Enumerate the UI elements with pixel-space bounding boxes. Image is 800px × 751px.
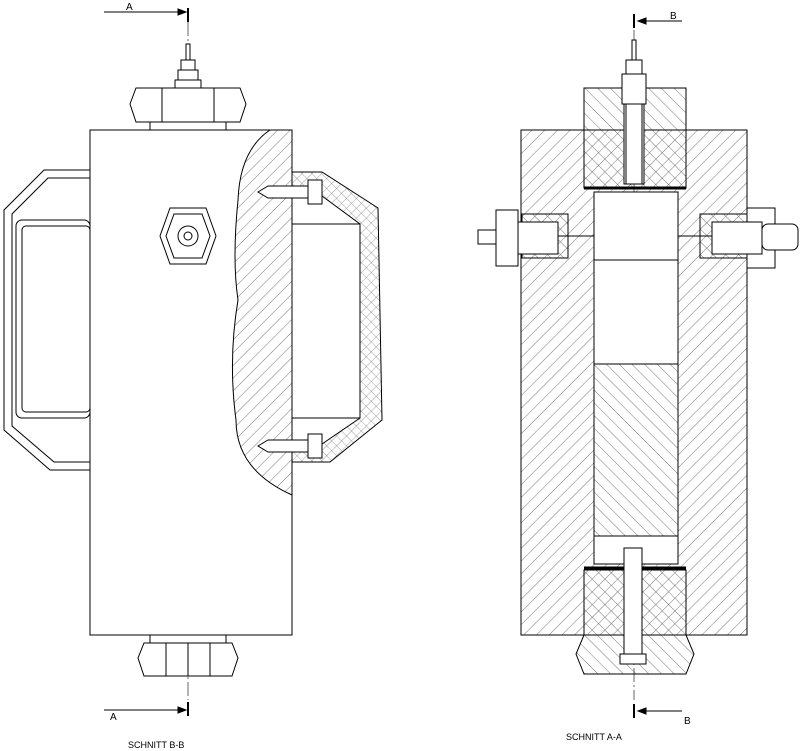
cut-label-top-left: A (126, 2, 133, 13)
left-view: A (3, 2, 383, 716)
side-bracket (291, 171, 383, 463)
top-connector-pin (174, 43, 202, 89)
right-view (477, 14, 799, 718)
front-valve (159, 207, 217, 265)
caption-left: SCHNITT B-B (128, 740, 184, 750)
bottom-hex-nut (137, 634, 239, 677)
cut-marker-bottom-left (104, 702, 189, 716)
cut-marker-top-left (104, 8, 189, 22)
cut-marker-bottom-right (633, 704, 682, 718)
cut-label-bottom-left: A (110, 712, 117, 723)
cut-label-bottom-right: B (684, 716, 691, 727)
cut-marker-top-right (633, 14, 682, 28)
cut-label-top-right: B (670, 11, 677, 22)
top-sensor-pin (621, 39, 647, 185)
piston (593, 363, 679, 537)
bottom-plug (575, 547, 695, 675)
right-side-fitting (678, 207, 799, 269)
side-connector-upper (257, 179, 323, 205)
left-side-fitting (477, 209, 594, 267)
side-connector-lower (257, 433, 323, 459)
cutaway-wall (231, 129, 293, 496)
top-hex-nut (129, 87, 247, 131)
caption-right: SCHNITT A-A (566, 732, 622, 742)
carry-handle (3, 169, 91, 471)
